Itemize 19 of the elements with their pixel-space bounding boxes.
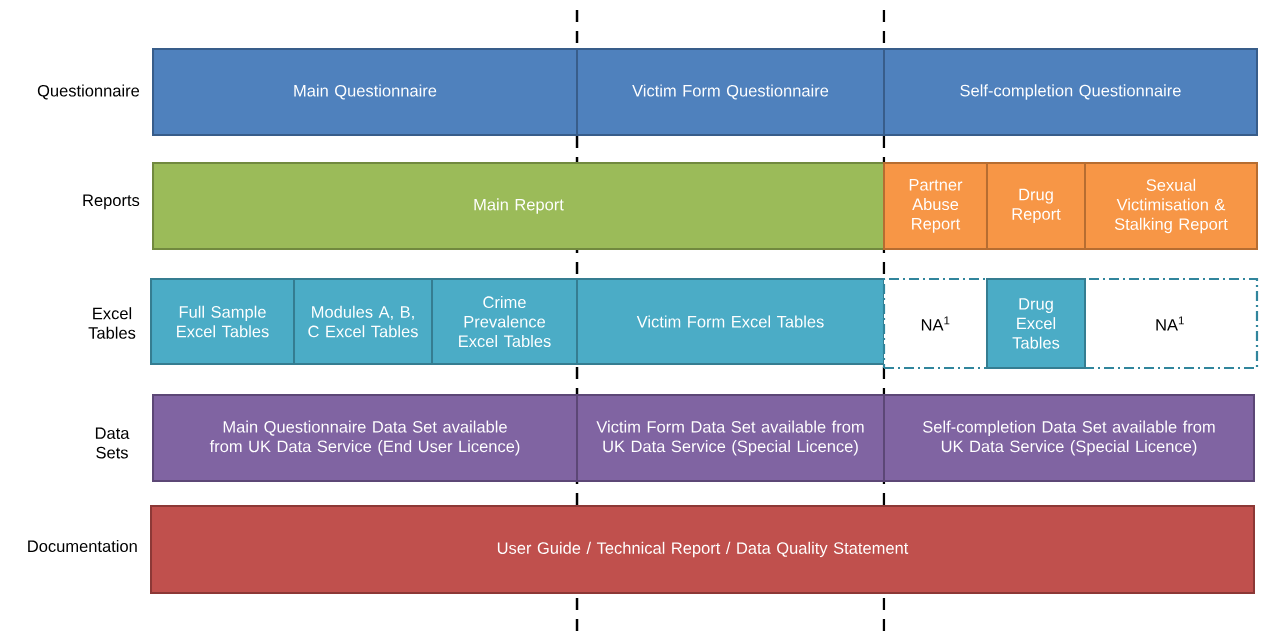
questionnaire-box: Self-completion Questionnaire bbox=[883, 48, 1258, 136]
table-box: Modules A, B, C Excel Tables bbox=[293, 278, 433, 365]
questionnaire-box: Main Questionnaire bbox=[152, 48, 578, 136]
questionnaire-box: Victim Form Questionnaire bbox=[576, 48, 885, 136]
dataset-box: Main Questionnaire Data Set available from UK Data Service (End User Licence) bbox=[152, 394, 578, 482]
table-box: Crime Prevalence Excel Tables bbox=[431, 278, 578, 365]
row-label: Data Sets bbox=[95, 427, 130, 459]
table-box: Drug Excel Tables bbox=[986, 278, 1086, 369]
na-text: NA$^{1}$ bbox=[1156, 316, 1184, 331]
report-box: Partner Abuse Report bbox=[883, 162, 988, 250]
report-box: Main Report bbox=[152, 162, 885, 250]
report-box: Sexual Victimisation & Stalking Report bbox=[1084, 162, 1258, 250]
dataset-box: Self-completion Data Set available from UK Data Service (Special Licence) bbox=[883, 394, 1255, 482]
dataset-box: Victim Form Data Set available from UK Data Service (Special Licence) bbox=[576, 394, 885, 482]
report-box: Drug Report bbox=[986, 162, 1086, 250]
na-text: NA$^{1}$ bbox=[921, 316, 950, 331]
row-label: Excel Tables bbox=[88, 307, 136, 339]
documentation-box: User Guide / Technical Report / Data Quality Statement bbox=[150, 505, 1255, 594]
table-box: Full Sample Excel Tables bbox=[150, 278, 295, 365]
